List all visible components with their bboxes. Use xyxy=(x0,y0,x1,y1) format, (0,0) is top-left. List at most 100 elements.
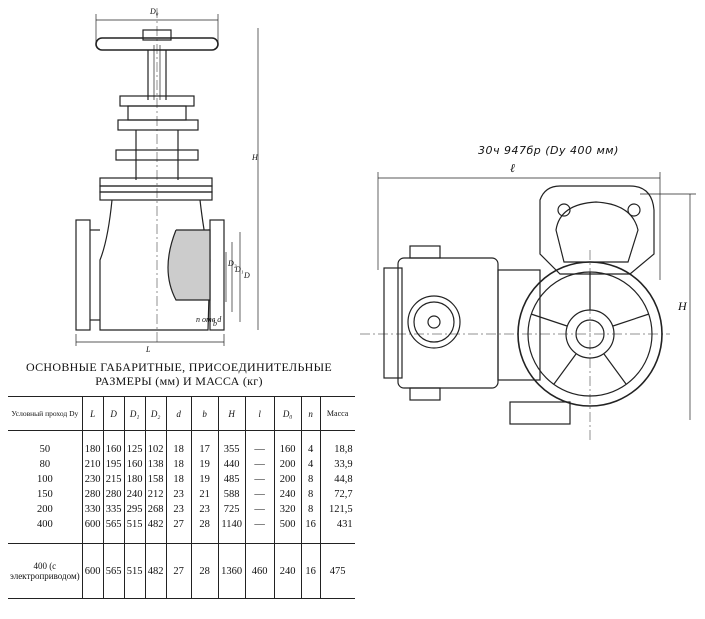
table-cell: 150 xyxy=(8,487,83,502)
table-cell: 400 xyxy=(8,517,83,532)
table-cell: 160 xyxy=(124,457,146,472)
table-title-line2: РАЗМЕРЫ (мм) И МАССА (кг) xyxy=(95,374,263,388)
table-cell: — xyxy=(245,472,275,487)
table-cell: 295 xyxy=(124,502,146,517)
table-cell: — xyxy=(245,502,275,517)
table-cell: 1360 xyxy=(218,543,246,599)
table-cell: 485 xyxy=(218,472,246,487)
table-cell: 44,8 xyxy=(334,474,353,485)
table-cell: 230 xyxy=(82,472,104,487)
table-cell: 8 xyxy=(301,472,321,487)
table-cell: 125 xyxy=(124,442,146,457)
table-cell: 72,7 xyxy=(334,489,353,500)
table-cell: 440 xyxy=(218,457,246,472)
table-cell: 180 xyxy=(82,442,104,457)
table-title-line1: ОСНОВНЫЕ ГАБАРИТНЫЕ, ПРИСОЕДИНИТЕЛЬНЫЕ xyxy=(25,360,333,374)
table-cell: 28 xyxy=(191,543,219,599)
col-header: D xyxy=(103,396,125,431)
col-header: H xyxy=(218,396,246,431)
table-cell: 16 xyxy=(301,517,321,532)
table-cell: 160 xyxy=(274,442,302,457)
table-cell: 23 xyxy=(191,502,219,517)
table-title: ОСНОВНЫЕ ГАБАРИТНЫЕ, ПРИСОЕДИНИТЕЛЬНЫЕ Р… xyxy=(14,360,344,388)
table-cell: 138 xyxy=(145,457,167,472)
table-cell: 180 xyxy=(124,472,146,487)
table-cell: 8 xyxy=(301,502,321,517)
table-cell: 600 xyxy=(82,543,104,599)
table-cell: 515 xyxy=(124,517,146,532)
table-cell: 4 xyxy=(301,457,321,472)
valve-drawing: D₀ H L D D₁ D₂ b n отв d xyxy=(75,7,259,354)
table-cell: 335 xyxy=(103,502,125,517)
table-cell: 431 xyxy=(336,519,353,530)
table-cell: 280 xyxy=(82,487,104,502)
label-d2: D₂ xyxy=(227,259,237,268)
table-cell: 268 xyxy=(145,502,167,517)
table-cell: 18 xyxy=(166,472,192,487)
table-cell: 4 xyxy=(301,442,321,457)
table-cell: 33,9 xyxy=(334,459,353,470)
actuator-drawing: ℓ H xyxy=(360,161,696,440)
table-cell: 600 xyxy=(82,517,104,532)
label-d1: D₁ xyxy=(234,265,244,274)
table-cell: 80 xyxy=(8,457,83,472)
table-cell: 475 xyxy=(329,565,346,577)
table-cell: 18 xyxy=(166,457,192,472)
label-d0: D₀ xyxy=(149,7,159,16)
table-cell: 18,8 xyxy=(334,444,353,455)
label-b: b xyxy=(213,319,217,328)
table-header-row: Условный проход Dу L D D₁ D₂ d b H l D₀ … xyxy=(8,396,355,431)
table-cell: 28 xyxy=(191,517,219,532)
table-cell: 23 xyxy=(166,487,192,502)
col-header: l xyxy=(245,396,275,431)
table-cell: 725 xyxy=(218,502,246,517)
table-cell: 280 xyxy=(103,487,125,502)
table-cell: 195 xyxy=(103,457,125,472)
label-n-d: n отв d xyxy=(196,315,222,324)
label-l-small: ℓ xyxy=(510,161,515,175)
table-cell: 588 xyxy=(218,487,246,502)
table-cell: 210 xyxy=(82,457,104,472)
label-d: D xyxy=(243,271,250,280)
table-cell: 200 xyxy=(8,502,83,517)
table-cell: 27 xyxy=(166,543,192,599)
table-cell: 19 xyxy=(191,472,219,487)
table-cell: 460 xyxy=(245,543,275,599)
table-cell: 482 xyxy=(145,543,167,599)
table-cell: 16 xyxy=(301,543,321,599)
col-header: L xyxy=(82,396,104,431)
table-cell: 27 xyxy=(166,517,192,532)
table-cell: 19 xyxy=(191,457,219,472)
table-cell: — xyxy=(245,517,275,532)
table-cell: 565 xyxy=(103,517,125,532)
col-header: D₁ xyxy=(124,396,146,431)
table-cell: 200 xyxy=(274,472,302,487)
table-cell: 482 xyxy=(145,517,167,532)
col-header: n xyxy=(301,396,321,431)
table-cell: 158 xyxy=(145,472,167,487)
table-cell: 21 xyxy=(191,487,219,502)
table-cell: — xyxy=(245,457,275,472)
table-cell: 330 xyxy=(82,502,104,517)
col-header: D₂ xyxy=(145,396,167,431)
right-drawing-caption: 30ч 947бр (Dу 400 мм) xyxy=(478,144,619,157)
col-header: d xyxy=(166,396,192,431)
table-cell: 400 (с электроприводом) xyxy=(8,543,83,599)
table-cell: 565 xyxy=(103,543,125,599)
table-cell: 515 xyxy=(124,543,146,599)
table-cell: 160 xyxy=(103,442,125,457)
table-cell: 100 xyxy=(8,472,83,487)
table-cell: 500 xyxy=(274,517,302,532)
table-cell: 1140 xyxy=(218,517,246,532)
table-cell: 215 xyxy=(103,472,125,487)
label-h: H xyxy=(251,153,259,162)
table-cell: — xyxy=(245,442,275,457)
col-header: Масса xyxy=(326,409,349,418)
table-cell: 200 xyxy=(274,457,302,472)
table-cell: 17 xyxy=(191,442,219,457)
